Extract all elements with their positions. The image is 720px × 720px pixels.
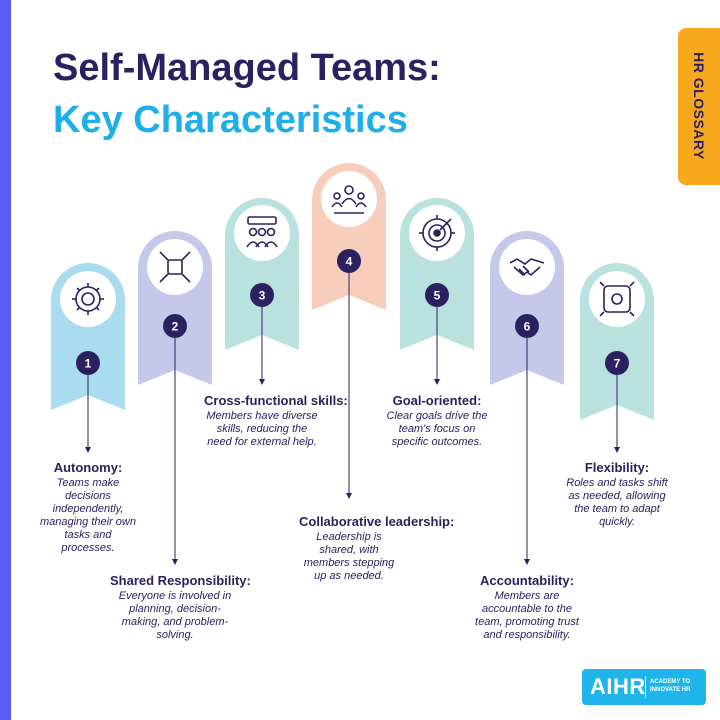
capsule-2-number: 2	[172, 320, 179, 334]
left-accent-bar	[0, 0, 11, 720]
capsule-7-number: 7	[614, 357, 621, 371]
page-title: Self-Managed Teams:	[53, 47, 441, 89]
item-7-text: Flexibility: Roles and tasks shift as ne…	[560, 460, 674, 529]
item-3-description: Members have diverse skills, reducing th…	[206, 410, 318, 448]
item-4-description: Leadership is shared, with members stepp…	[303, 531, 395, 582]
item-1-text: Autonomy: Teams make decisions independe…	[38, 460, 138, 555]
item-3-text: Cross-functional skills: Members have di…	[204, 393, 348, 449]
page-subtitle: Key Characteristics	[53, 99, 408, 141]
capsule-5: 5	[400, 198, 474, 385]
item-7-heading: Flexibility:	[584, 460, 650, 475]
capsule-3-number-badge	[250, 283, 274, 307]
capsule-1: 1	[51, 263, 125, 453]
item-2-text: Shared Responsibility: Everyone is invol…	[110, 573, 251, 642]
capsule-3-number: 3	[259, 289, 266, 303]
capsule-7: 7	[580, 263, 654, 453]
capsule-4-number-badge	[337, 249, 361, 273]
item-1-heading: Autonomy:	[53, 460, 123, 475]
item-5-description: Clear goals drive the team's focus on sp…	[386, 410, 488, 448]
item-6-heading: Accountability:	[480, 573, 574, 588]
item-1-description: Teams make decisions independently, mana…	[39, 477, 136, 554]
target-gear-icon	[419, 215, 455, 251]
item-4-text: Collaborative leadership: Leadership is …	[299, 514, 455, 583]
logo-subtext: ACADEMY TO INNOVATE HR	[650, 679, 691, 693]
logo-text: AIHR	[590, 674, 646, 699]
capsule-6-icon-bg	[499, 239, 555, 295]
capsule-1-icon-bg	[60, 271, 116, 327]
item-5-text: Goal-oriented: Clear goals drive the tea…	[385, 393, 489, 449]
capsule-4: 4	[312, 163, 386, 499]
capsule-5-number-badge	[425, 283, 449, 307]
item-4-heading: Collaborative leadership:	[299, 514, 455, 529]
item-3-heading: Cross-functional skills:	[204, 393, 348, 408]
capsule-7-icon-bg	[589, 271, 645, 327]
hr-glossary-tag: HR GLOSSARY	[678, 28, 720, 185]
capsule-5-number: 5	[434, 289, 441, 303]
item-6-description: Members are accountable to the team, pro…	[475, 590, 579, 641]
capsule-4-number: 4	[346, 255, 353, 269]
capsule-6-number: 6	[524, 320, 531, 334]
aihr-logo: AIHR ACADEMY TO INNOVATE HR	[582, 669, 706, 705]
gear-brain-icon	[72, 283, 104, 315]
capsule-3: 3	[225, 198, 299, 385]
handshake-icon	[509, 258, 545, 277]
capsule-6-number-badge	[515, 314, 539, 338]
capsule-1-number: 1	[85, 357, 92, 371]
flexible-arrows-icon	[599, 281, 635, 317]
item-7-description: Roles and tasks shift as needed, allowin…	[566, 477, 668, 528]
capsule-2-icon-bg	[147, 239, 203, 295]
item-2-description: Everyone is involved in planning, decisi…	[118, 590, 232, 641]
item-2-heading: Shared Responsibility:	[110, 573, 251, 588]
item-5-heading: Goal-oriented:	[392, 393, 482, 408]
capsule-1-number-badge	[76, 351, 100, 375]
capsule-7-number-badge	[605, 351, 629, 375]
capsule-6: 6	[490, 231, 564, 565]
logo-divider	[645, 676, 646, 698]
team-leader-icon	[331, 185, 367, 214]
capsule-3-icon-bg	[234, 205, 290, 261]
item-6-text: Accountability: Members are accountable …	[469, 573, 585, 642]
puzzle-hands-icon	[159, 251, 191, 283]
capsule-2-number-badge	[163, 314, 187, 338]
group-skills-icon	[246, 216, 278, 248]
capsule-2: 2	[138, 231, 212, 565]
